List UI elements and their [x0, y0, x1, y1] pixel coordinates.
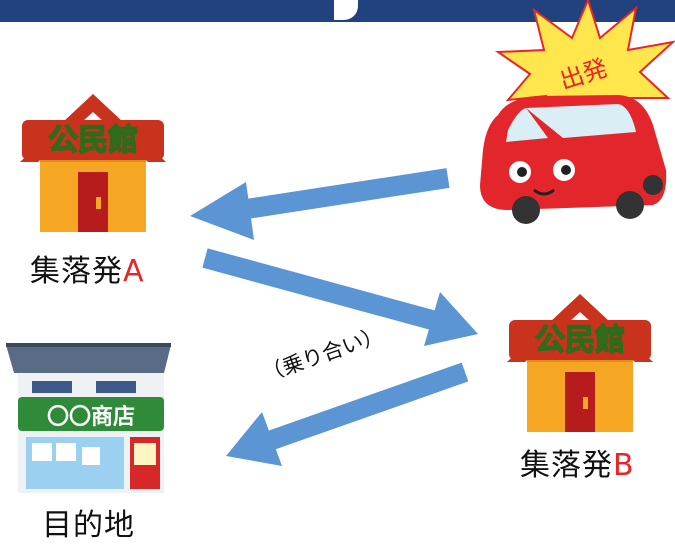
store-icon: 〇〇商店	[6, 343, 171, 493]
destination-label: 目的地	[42, 508, 135, 543]
arrow-car-to-a	[190, 168, 450, 240]
arrow-a-to-b	[202, 248, 478, 346]
hall-a-sign: 公民館	[48, 123, 138, 158]
header-bar-notch	[334, 0, 358, 20]
car-icon: 出発	[480, 0, 675, 224]
origin-b-label: 集落発B	[520, 448, 635, 483]
community-hall-b-icon: 公民館	[507, 294, 653, 432]
hall-b-sign: 公民館	[535, 323, 625, 358]
origin-a-label: 集落発A	[30, 254, 145, 289]
arrow-b-to-store	[226, 362, 469, 466]
store-sign: 〇〇商店	[47, 404, 135, 430]
community-hall-a-icon: 公民館	[20, 94, 166, 232]
